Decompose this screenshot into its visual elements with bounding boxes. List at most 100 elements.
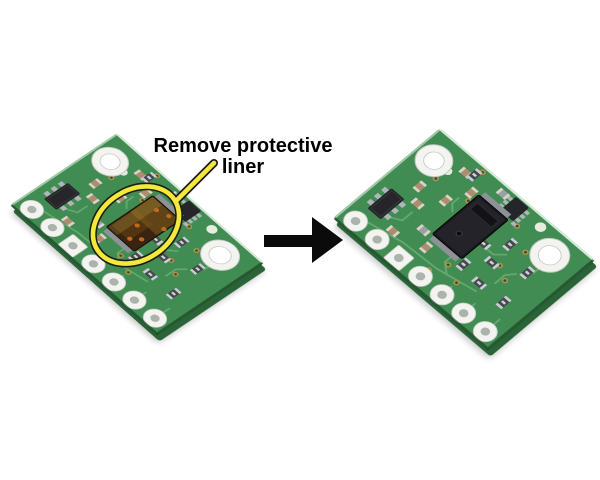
via-hole (119, 254, 123, 257)
component-end (483, 255, 492, 263)
component-end (474, 168, 483, 175)
component-end (173, 242, 182, 249)
component-end (463, 257, 472, 265)
component-end (150, 275, 159, 281)
ic-top-mark (370, 190, 402, 218)
component-end (156, 240, 164, 246)
component-end (519, 272, 528, 280)
pad-hole (458, 309, 469, 318)
copper-trace (451, 197, 460, 213)
pad-hole (394, 253, 404, 262)
chip-capacitor (88, 178, 103, 189)
ic-pin (383, 213, 392, 221)
annotation-label-line1: Remove protective (154, 135, 333, 157)
component-end (502, 244, 510, 252)
component-end (385, 225, 394, 232)
component-end (392, 230, 401, 238)
component-end (417, 203, 425, 210)
component-end (492, 263, 500, 270)
component-marking (133, 254, 139, 259)
edge-shade (333, 217, 595, 351)
edge-highlight (439, 128, 595, 261)
component-end (138, 192, 147, 199)
chip-capacitor (60, 215, 75, 228)
component-end (425, 241, 434, 248)
component-end (67, 221, 75, 228)
via-hole (174, 273, 178, 276)
component-marking (160, 255, 166, 260)
ic-pin (59, 205, 68, 212)
liner-blotch (111, 209, 153, 241)
mounting-hole (537, 245, 562, 266)
liner-glint (107, 196, 163, 236)
component-end (182, 236, 190, 243)
chip-resistor (141, 171, 158, 184)
liner-dot (161, 227, 167, 232)
component-end (165, 293, 174, 300)
component-marking (476, 280, 482, 286)
component-marking (179, 240, 185, 245)
pad-hole (88, 260, 99, 268)
component-end (466, 175, 475, 182)
component-end (60, 215, 69, 222)
component-end (483, 243, 492, 251)
component-end (510, 237, 519, 245)
component-end (92, 198, 100, 205)
component-end (503, 295, 512, 303)
ic-top-mark (46, 184, 78, 208)
component-end (464, 192, 473, 199)
via-hole (446, 263, 450, 267)
component-end (97, 223, 105, 229)
liner-dot (127, 236, 133, 241)
component-end (141, 177, 149, 184)
via-hole (454, 281, 458, 284)
component-end (445, 194, 453, 202)
pad-hole (350, 217, 361, 226)
edge-shade (10, 204, 264, 336)
component-marking (146, 175, 152, 180)
pad-hole (150, 314, 160, 322)
via-hole (109, 176, 113, 179)
copper-trace (494, 273, 518, 285)
ic-pin (366, 198, 375, 206)
pcb-top (333, 128, 595, 351)
copper-trace (125, 196, 135, 210)
step-arrow-icon (264, 217, 343, 263)
liner-dot (166, 214, 172, 219)
sensor-solder-pad (429, 235, 461, 262)
pad-hole (372, 235, 382, 244)
component-end (416, 224, 424, 231)
ic-pin (381, 186, 390, 194)
chip-capacitor (412, 180, 427, 193)
component-end (418, 246, 427, 254)
component-end (149, 171, 158, 178)
chip-capacitor (464, 186, 479, 199)
component-marking (489, 260, 495, 265)
liner-sheen (130, 196, 180, 236)
component-end (133, 169, 142, 175)
ic-pin (514, 217, 522, 223)
component-end (455, 264, 464, 272)
regulator-ic (43, 181, 82, 212)
chip-capacitor (85, 192, 100, 205)
via-hole (466, 199, 470, 203)
chip-resistor (142, 268, 159, 281)
sensor-solder-pad (103, 228, 133, 254)
component-end (136, 250, 144, 257)
left-pcb-with-liner (10, 133, 266, 341)
chip-capacitor (438, 194, 453, 207)
component-end (423, 229, 431, 237)
mounting-hole (423, 151, 445, 170)
component-end (438, 200, 447, 207)
ic-pin (506, 195, 514, 202)
component-marking (195, 266, 201, 272)
component-end (410, 197, 418, 204)
via-hole (195, 249, 198, 252)
ic-pin (373, 192, 382, 200)
chip-resistor (483, 255, 500, 270)
pcb-top (10, 133, 264, 336)
component-end (470, 186, 479, 194)
protective-liner (106, 195, 181, 252)
component-end (470, 276, 479, 283)
